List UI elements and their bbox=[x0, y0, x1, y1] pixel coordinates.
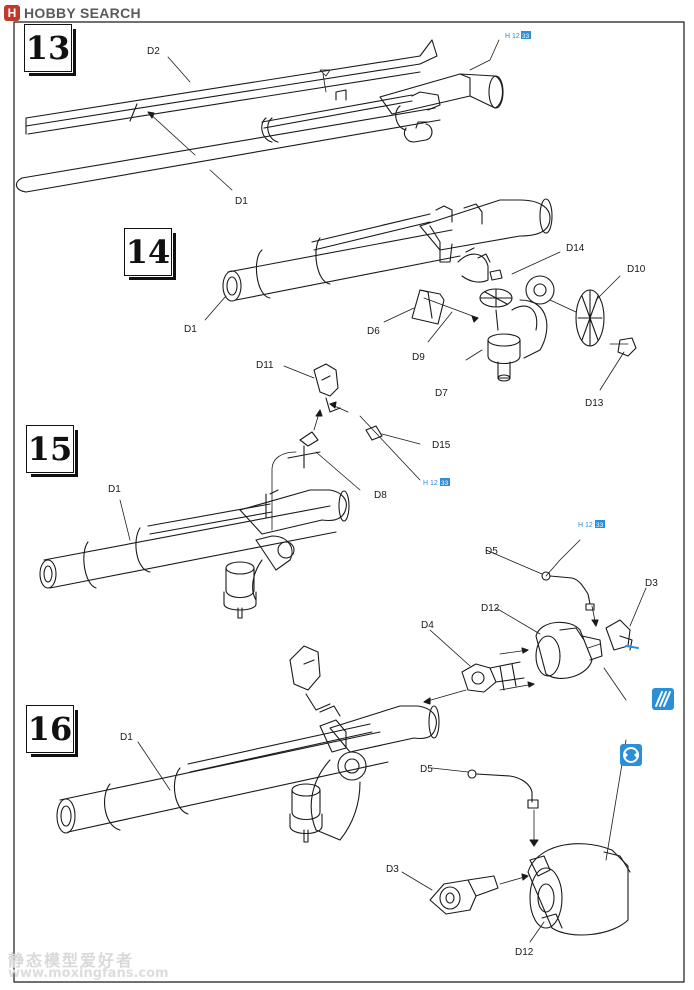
paint-swatch-3 bbox=[595, 520, 605, 528]
part-label-d14: D14 bbox=[566, 243, 585, 254]
brand-logo-icon: H bbox=[4, 5, 20, 21]
paint-callout-code-2: H 12 bbox=[423, 480, 438, 487]
paint-swatch bbox=[521, 31, 531, 39]
part-label-d12-lower: D12 bbox=[515, 947, 534, 958]
part-label-d4: D4 bbox=[421, 620, 434, 631]
step-15-diagram: D11 D15 D8 D1 bbox=[39, 360, 451, 619]
brand-header: H HOBBY SEARCH bbox=[4, 4, 141, 22]
paint-callout-swatch: 33 bbox=[522, 33, 530, 40]
part-label-d6: D6 bbox=[367, 326, 380, 337]
paint-swatch-2 bbox=[440, 478, 450, 486]
part-label-d3: D3 bbox=[645, 578, 658, 589]
part-label-d1-step14: D1 bbox=[184, 324, 197, 335]
cement-glue-icon bbox=[652, 688, 674, 710]
step-16-diagram: D5 D12 D4 D3 D1 D5 D3 D12 bbox=[56, 539, 658, 958]
step-14-diagram: D1 D6 D9 D7 D14 D10 D13 bbox=[184, 198, 646, 409]
paint-callout-swatch-2: 33 bbox=[441, 480, 449, 487]
part-label-d13: D13 bbox=[585, 398, 604, 409]
part-label-d11: D11 bbox=[256, 360, 274, 371]
brand-name: HOBBY SEARCH bbox=[24, 5, 141, 21]
rotate-moving-parts-icon bbox=[620, 744, 642, 766]
paint-callout-swatch-3: 33 bbox=[596, 522, 604, 529]
watermark-cn: 静态模型爱好者 bbox=[8, 951, 135, 970]
step-13-diagram: D2 D1 bbox=[15, 39, 504, 207]
part-label-d10: D10 bbox=[627, 264, 646, 275]
part-label-d2: D2 bbox=[147, 46, 160, 57]
part-label-d5-lower: D5 bbox=[420, 764, 433, 775]
part-label-d1-step16: D1 bbox=[120, 732, 133, 743]
paint-callout-step15: H 12 33 bbox=[423, 478, 450, 487]
paint-callout: H 12 33 bbox=[505, 31, 531, 40]
part-label-d9: D9 bbox=[412, 352, 425, 363]
paint-callout-code: H 12 bbox=[505, 33, 520, 40]
paint-callout-code-3: H 12 bbox=[578, 522, 593, 529]
part-label-d1: D1 bbox=[235, 196, 248, 207]
page-frame bbox=[13, 21, 685, 983]
part-label-d3-lower: D3 bbox=[386, 864, 399, 875]
part-label-d7: D7 bbox=[435, 388, 448, 399]
watermark-url: www.moxingfans.com bbox=[8, 966, 169, 981]
part-label-d1-step15: D1 bbox=[108, 484, 121, 495]
paint-callout-step16: H 12 33 bbox=[578, 520, 605, 529]
part-label-d5: D5 bbox=[485, 546, 498, 557]
part-label-d15: D15 bbox=[432, 440, 451, 451]
part-label-d8: D8 bbox=[374, 490, 387, 501]
part-label-d12: D12 bbox=[481, 603, 500, 614]
